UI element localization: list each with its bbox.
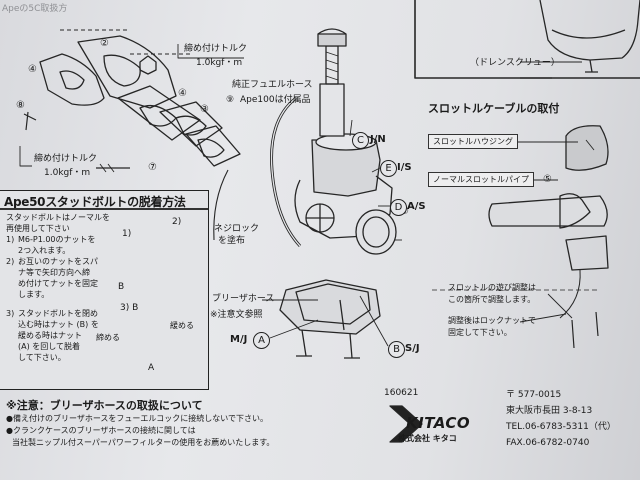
kitaco-logo: KITACO xyxy=(406,414,471,432)
part-number-7: ⑦ xyxy=(148,162,157,173)
stud-step1-line2: 再使用して下さい xyxy=(6,224,70,233)
stud-step1-line6: ナ等で矢印方向へ締 xyxy=(18,268,90,277)
stud-step1-line4: 2つ入れます。 xyxy=(18,246,71,255)
corner-label: Apeの5C取扱方 xyxy=(2,4,68,14)
stud-nut-b-top: B xyxy=(118,282,125,292)
thread-lock-line2: を塗布 xyxy=(218,236,246,246)
stud-step1-line3: M6-P1.00のナットを xyxy=(18,235,96,244)
part-number-5: ⑤ xyxy=(543,174,552,185)
part-number-3: ③ xyxy=(200,104,209,115)
slow-jet-label: S/J xyxy=(405,343,420,354)
part-number-4b: ④ xyxy=(178,88,187,99)
part-letter-e: E xyxy=(380,160,397,177)
torque-value-left: 1.0kgf・m xyxy=(44,168,91,178)
part-letter-c: C xyxy=(352,132,369,149)
main-jet-label: M/J xyxy=(230,334,248,345)
stud-figure-3: 3) B xyxy=(120,303,139,313)
part-letter-b: B xyxy=(388,341,405,358)
stud-step3-line2: 込む時はナット (B) を xyxy=(18,320,99,329)
stud-title-divider xyxy=(0,208,208,210)
part-number-2: ② xyxy=(100,38,109,49)
fuel-hose-title: 純正フュエルホース xyxy=(232,80,313,90)
fuel-hose-note: Ape100は付属品 xyxy=(240,95,311,105)
throttle-section-title: スロットルケーブルの取付 xyxy=(428,102,560,115)
document-code: 160621 xyxy=(384,388,419,398)
throttle-pipe-label: ノーマルスロットルパイプ xyxy=(428,172,534,187)
part-number-4a: ④ xyxy=(28,64,37,75)
stud-step3-line4: (A) を回して脱着 xyxy=(18,342,81,351)
throttle-lock-line1: 調整後はロックナットで xyxy=(448,316,536,325)
throttle-lock-line2: 固定して下さい。 xyxy=(448,328,512,337)
part-letter-a: A xyxy=(253,332,270,349)
stud-step1-line7: め付けてナットを固定 xyxy=(18,279,98,288)
company-name: 株式会社 キタコ xyxy=(398,434,457,443)
part-letter-d: D xyxy=(390,199,407,216)
torque-value-top: 1.0kgf・m xyxy=(196,58,243,68)
breather-hose-label: ブリーザホース xyxy=(212,294,275,304)
breather-note-ref: ※注意文参照 xyxy=(210,310,263,320)
torque-label-left: 締め付けトルク xyxy=(34,154,98,164)
thread-lock-line1: ネジロック xyxy=(214,224,260,234)
company-address: 東大阪市長田 3-8-13 xyxy=(506,406,593,416)
stud-step2-num: 2) xyxy=(6,257,15,266)
stud-step3-line3: 緩める時はナット xyxy=(18,331,82,340)
throttle-adjust-line1: スロットルの遊び調整は xyxy=(448,283,536,292)
stud-tighten-label: 締める xyxy=(96,333,120,342)
notice-title: ※注意：ブリーザホースの取扱について xyxy=(6,399,203,412)
jet-needle-label: J/N xyxy=(370,134,386,145)
notice-line2: ●クランクケースのブリーザホースの接続に関しては xyxy=(6,426,196,435)
fuel-hose-num: ⑨ xyxy=(226,95,235,105)
drain-screw-label: （ドレンスクリュー） xyxy=(470,58,560,68)
torque-label-top: 締め付けトルク xyxy=(184,44,248,54)
stud-step1-line5: お互いのナットをスパ xyxy=(18,257,98,266)
air-screw-label: A/S xyxy=(407,201,426,212)
stud-step3-line5: して下さい。 xyxy=(18,353,66,362)
company-tel: TEL.06-6783-5311（代） xyxy=(506,422,616,432)
notice-line3: 当社製ニップル付スーパーパワーフィルターの使用をお薦めいたします。 xyxy=(12,438,275,447)
throttle-adjust-line2: この箇所で調整します。 xyxy=(448,295,536,304)
stud-loosen-label: 緩める xyxy=(170,321,194,330)
stud-step1-num: 1) xyxy=(6,235,15,244)
idle-screw-label: I/S xyxy=(397,162,412,173)
stud-bolt-box: Ape50スタッドボルトの脱着方法 スタッドボルトはノーマルを 再使用して下さい… xyxy=(0,190,209,390)
stud-figure-2: 2) xyxy=(172,217,182,227)
stud-step3-num: 3) xyxy=(6,309,15,318)
stud-step1-line1: スタッドボルトはノーマルを xyxy=(6,213,110,222)
stud-step1-line8: します。 xyxy=(18,290,50,299)
part-number-8: ⑧ xyxy=(16,100,25,111)
stud-nut-a: A xyxy=(148,363,155,373)
notice-line1: ●備え付けのブリーザホースをフューエルコックに接続しないで下さい。 xyxy=(6,414,269,423)
stud-figure-1: 1) xyxy=(122,229,132,239)
postal-code: 〒 577-0015 xyxy=(506,390,562,400)
throttle-housing-label: スロットルハウジング xyxy=(428,134,518,149)
company-fax: FAX.06-6782-0740 xyxy=(506,438,590,448)
stud-bolt-title: Ape50スタッドボルトの脱着方法 xyxy=(4,195,186,209)
stud-step3-line1: スタッドボルトを閉め xyxy=(18,309,98,318)
